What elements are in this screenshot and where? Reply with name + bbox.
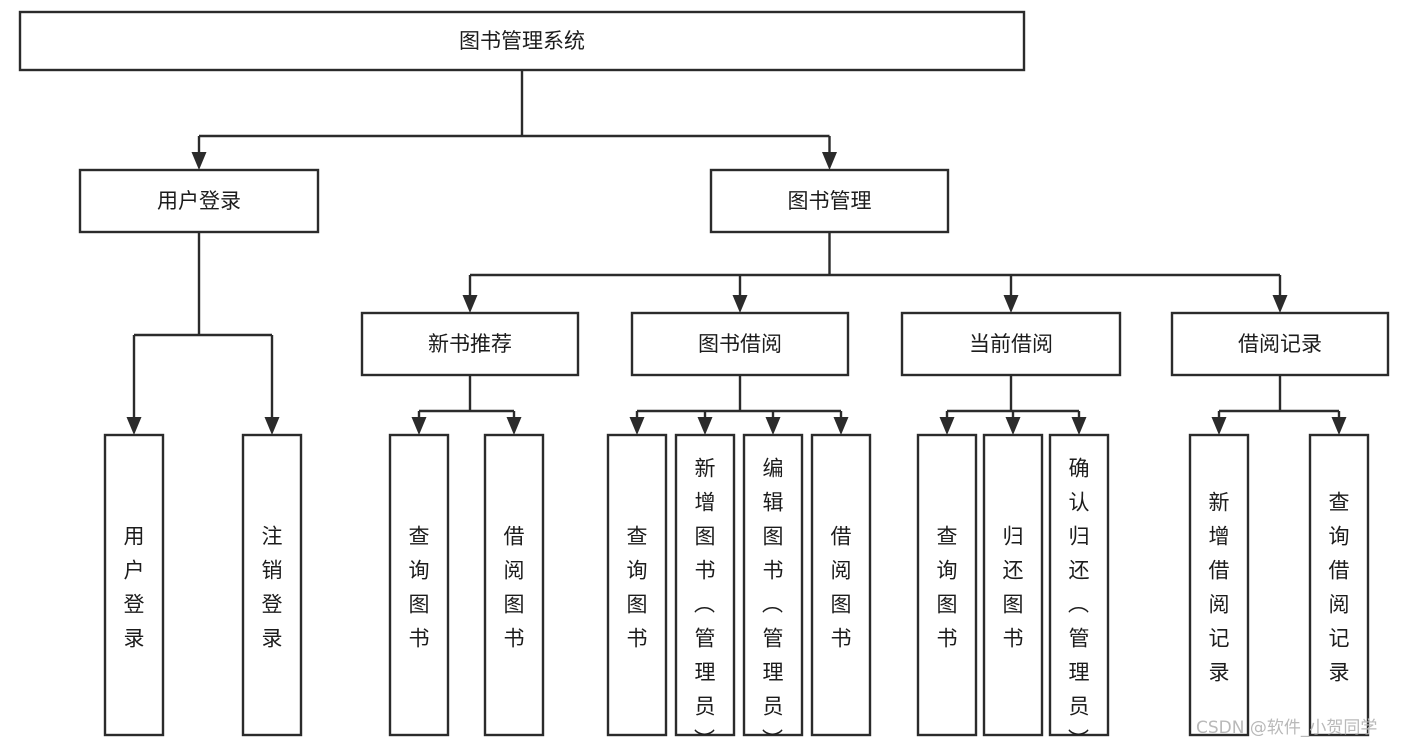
leaf-node-5-label: 新增图书（管理员） [694,457,716,747]
leaf-node-9-label: 归还图书 [1003,525,1024,651]
leaf-node-8[interactable]: 查询图书 [916,433,978,737]
leaf-node-5[interactable]: 新增图书（管理员） [674,433,736,747]
leaf-node-12-box[interactable] [1308,433,1370,737]
leaf-node-3-label: 借阅图书 [504,525,525,651]
level3-node-3-box[interactable] [1170,311,1390,377]
level2-node-0-box[interactable] [78,168,320,234]
level3-node-1-box[interactable] [630,311,850,377]
leaf-node-2[interactable]: 查询图书 [388,433,450,737]
leaf-node-10-box[interactable] [1048,433,1110,737]
leaf-node-11[interactable]: 新增借阅记录 [1188,433,1250,737]
csdn-watermark: CSDN @软件_小贺同学 [1196,718,1377,738]
level3-node-3[interactable]: 借阅记录 [1170,311,1390,377]
root-node-book-management-system-box[interactable] [18,10,1026,72]
leaf-node-2-box[interactable] [388,433,450,737]
bookmgmt-to-level3-arrow-0 [462,295,478,313]
leaf-node-11-box[interactable] [1188,433,1250,737]
bookmgmt-to-level3-arrow-3 [1272,295,1288,313]
connector-layer [126,70,1347,435]
leaf-node-9[interactable]: 归还图书 [982,433,1044,737]
bookmgmt-to-level3-arrow-2 [1003,295,1019,313]
level3-node-3-label: 借阅记录 [1238,332,1322,356]
leaf-node-3-box[interactable] [483,433,545,737]
leaf-node-7-box[interactable] [810,433,872,737]
leaf-node-1-box[interactable] [241,433,303,737]
leaf-node-4-label: 查询图书 [627,525,648,651]
leaf-node-6-label: 编辑图书（管理员） [762,457,784,747]
leaf-node-4[interactable]: 查询图书 [606,433,668,737]
leaf-node-10-label: 确认归还（管理员） [1068,457,1090,747]
leaf-node-10[interactable]: 确认归还（管理员） [1048,433,1110,747]
leaf-node-8-box[interactable] [916,433,978,737]
leaf-node-7-label: 借阅图书 [831,525,852,651]
l3-3-to-leaves-arrow-1 [1331,417,1347,435]
l3-1-to-leaves-arrow-0 [629,417,645,435]
l3-2-to-leaves-arrow-2 [1071,417,1087,435]
root-to-level2-arrow-1 [822,152,837,170]
level3-node-1[interactable]: 图书借阅 [630,311,850,377]
leaf-node-1-label: 注销登录 [262,525,283,651]
l3-1-to-leaves-arrow-1 [697,417,713,435]
leaf-node-0-label: 用户登录 [124,525,145,651]
leaf-node-3[interactable]: 借阅图书 [483,433,545,737]
root-node-book-management-system-label: 图书管理系统 [459,29,585,53]
level3-node-2-box[interactable] [900,311,1122,377]
level3-node-1-label: 图书借阅 [698,332,782,356]
leaf-node-8-label: 查询图书 [937,525,958,651]
root-to-level2-arrow-0 [191,152,207,170]
level3-node-0-box[interactable] [360,311,580,377]
leaf-node-6-box[interactable] [742,433,804,737]
leaf-node-0[interactable]: 用户登录 [103,433,165,737]
leaf-node-0-box[interactable] [103,433,165,737]
l3-0-to-leaves-arrow-0 [411,417,427,435]
bookmgmt-to-level3-arrow-1 [732,295,748,313]
leaf-node-11-label: 新增借阅记录 [1209,491,1230,685]
level2-node-0[interactable]: 用户登录 [78,168,320,234]
node-layer: 图书管理系统用户登录图书管理新书推荐图书借阅当前借阅借阅记录用户登录注销登录查询… [18,10,1390,747]
l3-1-to-leaves-arrow-2 [765,417,781,435]
l3-2-to-leaves-arrow-1 [1005,417,1021,435]
l3-0-to-leaves-arrow-1 [506,417,522,435]
root-node-book-management-system[interactable]: 图书管理系统 [18,10,1026,72]
level3-node-0-label: 新书推荐 [428,332,512,356]
leaf-node-7[interactable]: 借阅图书 [810,433,872,737]
userlogin-to-leaves-arrow-0 [126,417,142,435]
l3-2-to-leaves-arrow-0 [939,417,955,435]
level2-node-1-label: 图书管理 [788,189,872,213]
l3-1-to-leaves-arrow-3 [833,417,849,435]
level3-node-2-label: 当前借阅 [969,332,1053,356]
leaf-node-6[interactable]: 编辑图书（管理员） [742,433,804,747]
level2-node-0-label: 用户登录 [157,189,241,213]
level2-node-1[interactable]: 图书管理 [709,168,950,234]
leaf-node-12-label: 查询借阅记录 [1329,491,1350,685]
leaf-node-9-box[interactable] [982,433,1044,737]
leaf-node-5-box[interactable] [674,433,736,737]
level3-node-0[interactable]: 新书推荐 [360,311,580,377]
leaf-node-2-label: 查询图书 [409,525,430,651]
userlogin-to-leaves-arrow-1 [264,417,280,435]
level3-node-2[interactable]: 当前借阅 [900,311,1122,377]
leaf-node-1[interactable]: 注销登录 [241,433,303,737]
level2-node-1-box[interactable] [709,168,950,234]
leaf-node-4-box[interactable] [606,433,668,737]
leaf-node-12[interactable]: 查询借阅记录 [1308,433,1370,737]
l3-3-to-leaves-arrow-0 [1211,417,1227,435]
